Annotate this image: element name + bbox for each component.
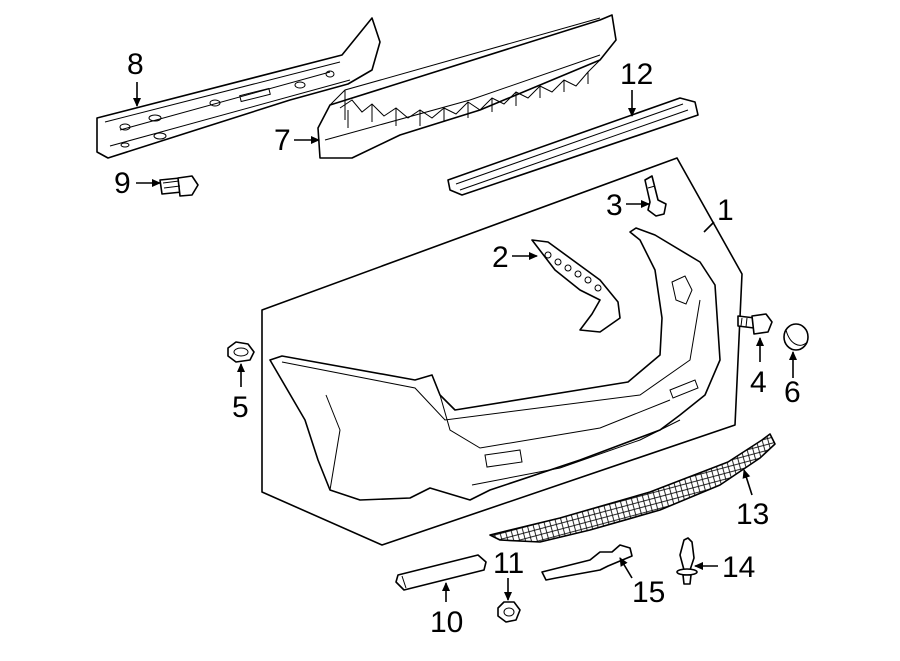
callout-12: 12 (620, 58, 653, 91)
callout-7: 7 (274, 124, 291, 157)
callout-9: 9 (114, 167, 131, 200)
reinforcement-bar-part-8 (96, 17, 381, 159)
lower-valance-part-13 (489, 433, 776, 543)
bolt-part-4 (737, 313, 773, 335)
reflector-part-10 (395, 554, 487, 591)
push-pin-part-3 (644, 175, 667, 217)
callout-14: 14 (722, 551, 755, 584)
bracket-part-15 (541, 544, 633, 581)
callout-4: 4 (750, 366, 767, 399)
nut-part-5 (227, 341, 255, 363)
callout-8: 8 (127, 48, 144, 81)
leader-arrows (133, 82, 797, 602)
nut-part-11 (497, 601, 521, 623)
callout-2: 2 (492, 241, 509, 274)
callout-13: 13 (736, 498, 769, 531)
energy-absorber-part-7 (317, 14, 617, 159)
callout-1: 1 (717, 194, 734, 227)
callout-3: 3 (606, 189, 623, 222)
callout-10: 10 (430, 606, 463, 639)
callout-6: 6 (784, 376, 801, 409)
bracket-part-2 (531, 239, 621, 333)
callout-5: 5 (232, 391, 249, 424)
step-pad-part-12 (447, 97, 699, 196)
cap-part-6 (783, 323, 809, 351)
bumper-cover-part-1 (269, 227, 721, 501)
callout-11: 11 (493, 547, 524, 580)
assembly-frame (261, 157, 743, 546)
bolt-part-9 (159, 175, 199, 197)
rivet-part-14 (676, 537, 698, 585)
callout-15: 15 (632, 576, 665, 609)
